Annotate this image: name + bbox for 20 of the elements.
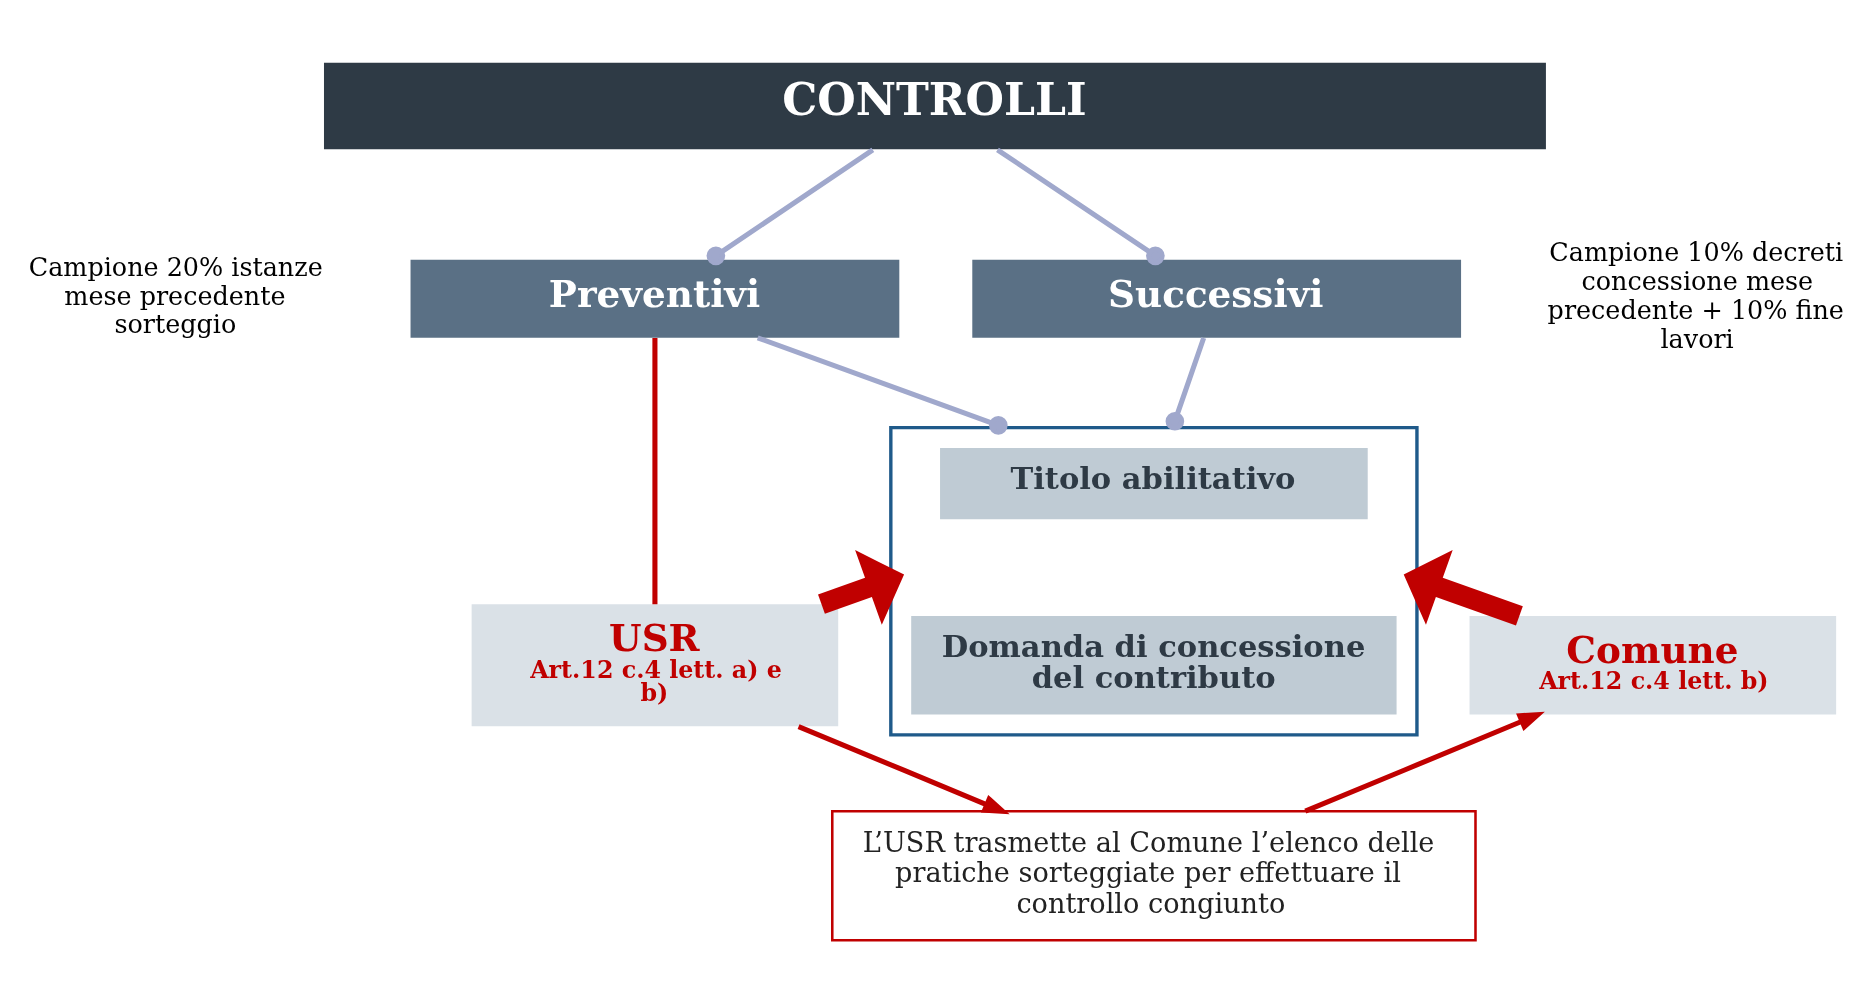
- node-box: L’USR trasmette al Comune l’elenco delle pratiche sorteggiate per effettuare il controllo congiunto: [831, 809, 1477, 941]
- node-box: USR Art.12 c.4 lett. a) e b): [471, 603, 839, 726]
- connector: [1165, 336, 1207, 431]
- node-box: Preventivi: [410, 259, 900, 338]
- arrow: [818, 549, 905, 625]
- node-box: Comune Art.12 c.4 lett. b): [1469, 615, 1837, 714]
- arrow: [1304, 711, 1545, 814]
- node-label: Campione 10% decreti concessione mese precedente + 10% fine lavori: [1547, 236, 1844, 354]
- connector: [652, 337, 658, 604]
- cluster: [889, 425, 1419, 737]
- arrow: [797, 723, 1010, 814]
- connector: [756, 334, 1008, 435]
- node-label: Campione 20% istanze mese precedente sorteggio: [28, 251, 323, 339]
- arrow: [1403, 549, 1523, 625]
- node-box: Domanda di concessione del contributo: [911, 615, 1397, 714]
- connector: [706, 147, 875, 265]
- node-box: CONTROLLI: [324, 62, 1546, 149]
- connector: [996, 147, 1165, 265]
- node-box: Successivi: [972, 259, 1462, 338]
- node-box: Titolo abilitativo: [940, 447, 1368, 519]
